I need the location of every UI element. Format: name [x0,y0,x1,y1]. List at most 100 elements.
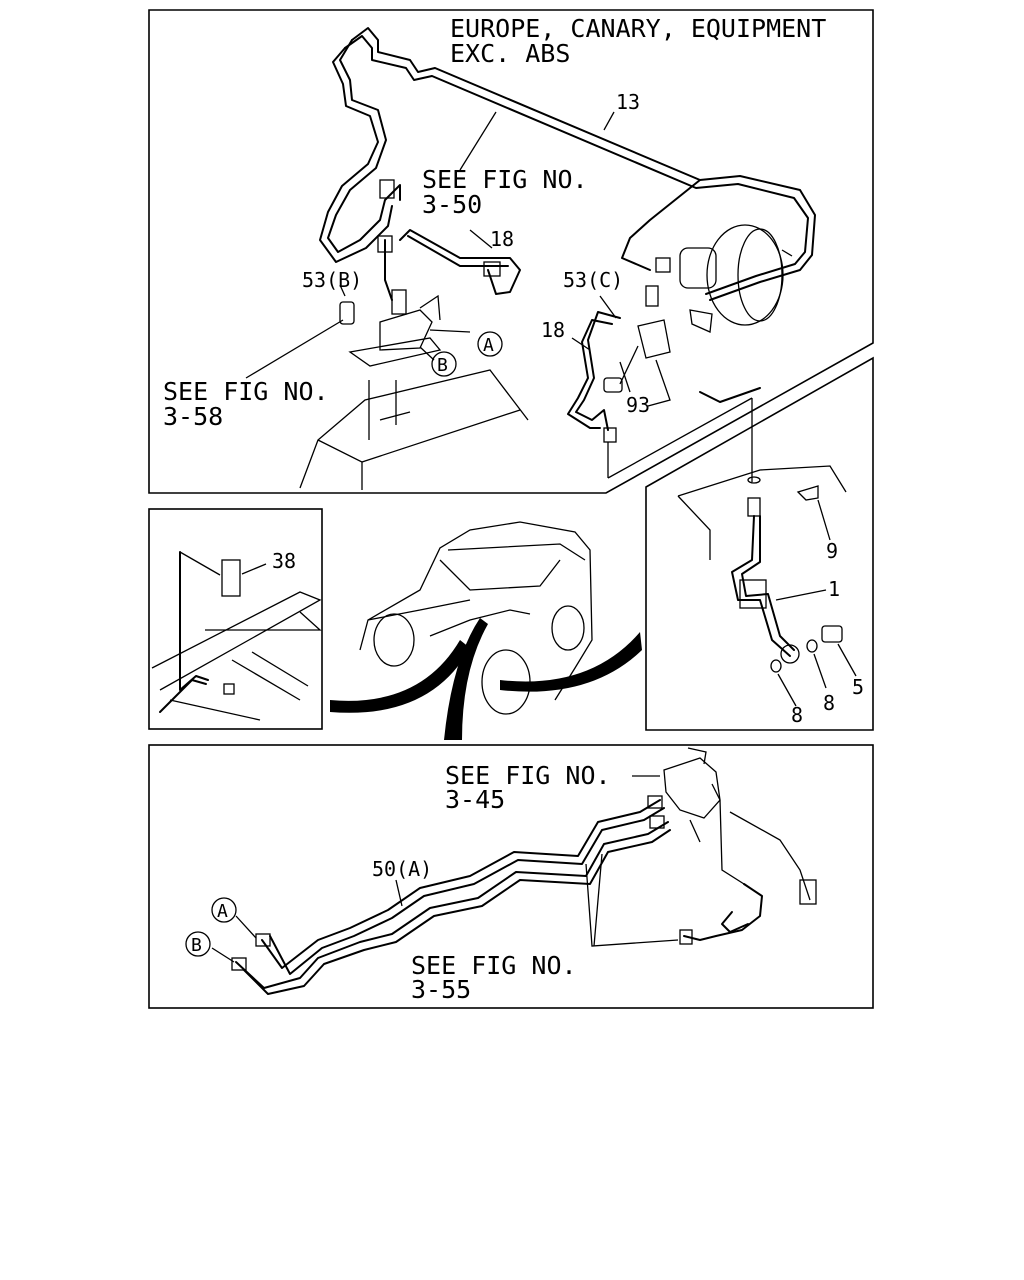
body-block-top-edge [361,409,521,463]
vehicle-front-wheel [373,613,415,667]
leader-marker-a [429,329,471,333]
leader-1 [775,589,827,601]
part-50a-label: 50(A) [372,857,432,881]
leader-a [235,915,257,939]
fitting-upper-1 [647,795,663,809]
part-18a-label: 18 [490,227,514,251]
clip-bolt [223,683,235,695]
leader-13 [603,111,615,131]
bottom-panel-frame [148,744,874,1009]
leader-marker-b [419,346,435,361]
valve-left-ear [419,294,441,321]
leader-9 [817,499,831,541]
valve-right-bracket [647,359,671,407]
left-wavy-pipe-inner [319,47,393,263]
bolt-93 [603,377,623,393]
leader-8a [777,673,797,707]
union-top [379,179,395,199]
hose-fitting-top [747,497,761,517]
vehicle-brake-line [429,609,531,637]
pipe-13-branch [621,179,701,271]
pipe-clip-route-2 [159,679,207,713]
frame-hatch-2 [251,651,309,687]
marker-b-bottom-circle [185,931,211,957]
pipe-18a-loop-inner [407,235,509,267]
left-wavy-pipe-outer [327,39,401,253]
leader-53b [339,284,346,297]
mid-right-panel [645,356,874,731]
top-panel [148,9,874,494]
bolt-53b [339,301,355,325]
master-cylinder-reservoir [679,247,717,289]
ref-355-line2: 3-55 [411,975,471,1004]
mid-left-panel [148,508,323,730]
bottom-panel [148,744,874,1009]
rear-hose-left [711,783,745,885]
callout-band-bottom [444,618,488,740]
body-block-outline [299,369,529,489]
leader-38 [241,563,267,575]
part-13-label: 13 [616,90,640,114]
rear-caliper-fitting [799,879,817,905]
valve-bracket-top [687,747,707,765]
vehicle-illustration [330,521,642,740]
proportioning-valve [663,757,721,819]
title-line2: EXC. ABS [450,39,570,68]
marker-b-circle [431,351,457,377]
vehicle-body-outline [359,521,593,701]
mid-right-frame [645,356,874,731]
leader-355-b [593,853,603,947]
leader-358 [245,319,344,379]
link-line-diag [607,397,753,479]
marker-b-bottom: B [191,935,202,956]
ref-358-line2: 3-58 [163,402,223,431]
vehicle-window-line [439,559,561,591]
pipe-50a-line-4 [243,829,671,995]
rear-pipe-coil [721,911,749,933]
rear-fitting [679,929,693,945]
ref-355-line1: SEE FIG NO. [411,951,577,980]
clip-9 [796,485,819,501]
part-9-label: 9 [826,539,838,563]
ref-345-line1: SEE FIG NO. [445,761,611,790]
pipe-to-booster [699,387,761,403]
top-panel-frame [148,9,874,494]
washer-8a [770,659,782,673]
fitting-b [231,957,247,971]
title-line1: EUROPE, CANARY, EQUIPMENT [450,14,826,43]
leader-355 [585,863,679,947]
mount-hole [747,476,761,484]
union-right [483,261,501,277]
clip-38 [221,559,241,597]
part-53b-label: 53(B) [302,268,362,292]
body-slot [379,411,411,421]
part-8b-label: 8 [823,691,835,715]
bolt-93-shaft [619,345,639,385]
ref-358-line1: SEE FIG NO. [163,377,329,406]
ref-345-line2: 3-45 [445,785,505,814]
fitting-a [255,933,271,947]
ref-350-line2: 3-50 [422,190,482,219]
part-38-label: 38 [272,549,296,573]
leader-b [211,947,235,963]
part-1-label: 1 [828,577,840,601]
callout-band-left [330,640,470,713]
leader-5 [837,643,857,677]
callout-band-right [500,632,642,692]
marker-a-circle [477,331,503,357]
leader-93 [619,361,631,393]
vehicle-hood-edge [367,599,471,621]
valve-left-body [379,309,433,351]
pipe-18a-loop [399,229,521,295]
part-93-label: 93 [626,393,650,417]
mid-left-frame [148,508,323,730]
leader-53c [599,295,617,319]
frame-lower [169,699,261,721]
hose-bracket [739,579,767,609]
part-8a-label: 8 [791,703,803,727]
rear-pipe-loop [683,883,763,941]
rear-hose-right [729,811,811,901]
pipe-18b [575,311,621,431]
master-cylinder-bracket [689,309,713,333]
pipe-18b-inner [567,319,613,429]
